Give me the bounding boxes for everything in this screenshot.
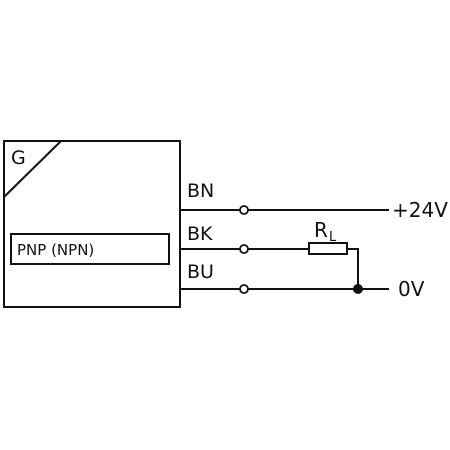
output-stage-box [10, 233, 170, 265]
load-resistor [308, 242, 348, 255]
wire-label-bn: BN [187, 180, 214, 202]
terminal-bk [239, 244, 249, 254]
terminal-bu [239, 284, 249, 294]
load-resistor-label: R [314, 218, 328, 242]
supply-positive-label: +24V [392, 198, 448, 222]
sensor-housing [3, 140, 181, 308]
wire-label-bu: BU [187, 261, 214, 283]
housing-diagonal [3, 140, 62, 198]
junction-dot [353, 284, 363, 294]
wire-label-bk: BK [187, 223, 213, 245]
supply-ground-label: 0V [398, 277, 425, 301]
housing-label: G [11, 147, 26, 169]
terminal-bn [239, 205, 249, 215]
output-stage-label: PNP (NPN) [17, 241, 94, 259]
load-resistor-subscript: L [329, 230, 337, 245]
